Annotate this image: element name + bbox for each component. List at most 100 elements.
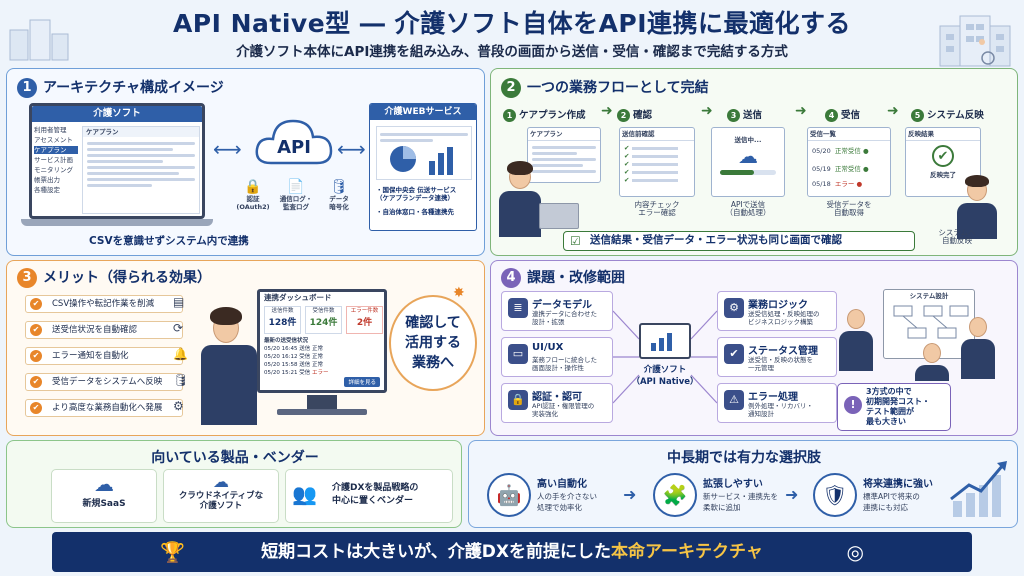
person-icon	[923, 343, 941, 363]
pre-send-check-screen: 送信前確認 ✔ ✔ ✔ ✔ ✔	[619, 127, 695, 197]
architecture-caption: CSVを意識せずシステム内で連携	[89, 235, 249, 247]
gear-icon: ⚙	[724, 298, 744, 318]
menu-item[interactable]: 帳票出力	[34, 176, 60, 184]
dashboard-rows: 05/20 16:45 送信 正常 05/20 16:12 受信 正常 05/2…	[264, 345, 382, 377]
check-circle-icon: ✔	[932, 145, 954, 167]
center-monitor-icon	[639, 323, 691, 359]
section-target-vendors: 向いている製品・ベンダー ☁ 新規SaaS ☁ クラウドネイティブな 介護ソフト…	[6, 440, 462, 528]
monitor-icon: ▭	[508, 344, 528, 364]
monitor-stand	[307, 395, 337, 409]
bidirectional-arrow-icon: ⟷	[337, 137, 366, 161]
dashboard-monitor: 連携ダッシュボード 送信件数 128件 受信件数 124件 エラー件数 2件 最…	[257, 289, 387, 393]
person-icon	[969, 317, 987, 337]
arrow-right-icon: ➜	[887, 103, 899, 119]
connector-lines	[613, 310, 717, 404]
body-shape	[961, 339, 995, 379]
issue-error-handling: ⚠エラー処理例外処理・リカバリ・ 通知設計	[717, 383, 837, 423]
api-label: API	[277, 137, 311, 158]
hair-shape	[507, 161, 533, 175]
dashboard-row: 05/20 15:58 送信 正常	[264, 362, 323, 368]
careplan-panel: ケアプラン	[82, 126, 200, 214]
person-icon	[847, 309, 865, 329]
api-item-logs: 📄 通信ログ・ 監査ログ	[273, 179, 319, 211]
body-shape	[499, 191, 541, 237]
center-label: 介護ソフト （API Native）	[631, 365, 699, 387]
trophy-icon: 🏆	[160, 540, 185, 564]
menu-item[interactable]: 利用者管理	[34, 126, 67, 134]
check-icon: ✔	[30, 298, 42, 310]
conclusion-banner: 🏆 短期コストは大きいが、介護DXを前提にした本命アーキテクチャ ◎	[52, 532, 972, 572]
stat-card: 受信件数 124件	[305, 306, 342, 334]
benefit-item: ✔より高度な業務自動化へ発展	[25, 399, 183, 417]
menu-item[interactable]: サービス計画	[34, 156, 73, 164]
bidirectional-arrow-icon: ⟷	[213, 137, 242, 161]
section-5-title: 向いている製品・ベンダー	[151, 450, 319, 466]
hair-shape	[965, 175, 989, 187]
web-service-box: 介護WEBサービス ・国保中央会 伝送サービス （ケアプランデータ連携） ・自治…	[369, 103, 477, 231]
dashboard-row: 05/20 15:21 受信 エラー	[264, 370, 329, 376]
bell-icon: 🔔	[173, 347, 188, 361]
dashboard-row: 05/20 16:12 受信 正常	[264, 354, 323, 360]
check-icon: ✔	[30, 350, 42, 362]
warning-icon: ⚠	[724, 390, 744, 410]
screen3-caption: APIで送信 （自動処理）	[725, 200, 771, 217]
laptop-icon	[539, 203, 579, 229]
benefit-item: ✔エラー通知を自動化	[25, 347, 183, 365]
keyboard-icon	[277, 409, 367, 415]
arrow-right-icon: ➜	[795, 103, 807, 119]
vendor-item-saas: ☁ 新規SaaS	[51, 469, 157, 523]
menu-item[interactable]: 各種設定	[34, 186, 60, 194]
benefit-item: ✔送受信状況を自動確認	[25, 321, 183, 339]
check-icon: ✔	[30, 324, 42, 336]
database-icon: ≣	[508, 298, 528, 318]
database-icon: 🛢	[173, 373, 189, 387]
benefit-item: ✔CSV操作や転記作業を削減	[25, 295, 183, 313]
vendor-item-cloud-native: ☁ クラウドネイティブな 介護ソフト	[163, 469, 279, 523]
receive-row: 05/19 正常受信 ●	[812, 165, 869, 173]
stat-card: 送信件数 128件	[264, 306, 301, 334]
laptop-base	[21, 219, 213, 226]
receive-row: 05/20 正常受信 ●	[812, 147, 869, 155]
exclamation-icon: !	[844, 396, 862, 414]
arrow-right-icon: ➜	[785, 485, 799, 504]
arrow-right-icon: ➜	[623, 485, 637, 504]
cloud-icon: ☁	[94, 472, 114, 496]
section-long-term: 中長期では有力な選択肢 🤖 高い自動化 人の手を介さない 処理で効率化 ➜ 🧩 …	[468, 440, 1018, 528]
lock-icon: 🔒	[244, 179, 262, 195]
careplan-screen: ケアプラン	[527, 127, 601, 183]
web-dashboard-thumb	[376, 126, 472, 180]
body-shape	[839, 331, 873, 371]
menu-item[interactable]: アセスメント	[34, 136, 73, 144]
check-icon: ✔	[30, 376, 42, 388]
checklist-icon: ✔	[724, 344, 744, 364]
speech-bubble: 確認して 活用する 業務へ	[389, 295, 477, 391]
check-icon: ✔	[30, 402, 42, 414]
shield-icon: 🛡	[813, 473, 857, 517]
facility-illustration-icon	[939, 15, 1011, 67]
city-illustration-icon	[9, 19, 69, 61]
menu-item-active[interactable]: ケアプラン	[34, 146, 78, 154]
vendor-item-dx-vendor: 👥 介護DXを製品戦略の 中心に置くベンダー	[285, 469, 453, 523]
confirm-banner: ☑ 送信結果・受信データ・エラー状況も同じ画面で確認	[563, 231, 915, 251]
detail-button[interactable]: 詳細を見る	[344, 377, 380, 387]
body-shape	[201, 345, 257, 425]
sync-icon: ⟳	[173, 321, 184, 335]
page-subtitle: 介護ソフト本体にAPI連携を組み込み、普段の画面から送信・受信・確認まで完結する…	[236, 44, 788, 60]
puzzle-icon: 🧩	[653, 473, 697, 517]
menu-item[interactable]: モニタリング	[34, 166, 73, 174]
benefit-item: ✔受信データをシステムへ反映	[25, 373, 183, 391]
robot-icon: 🤖	[487, 473, 531, 517]
cloud-network-icon: ☁	[213, 472, 229, 491]
team-icon: 👥	[292, 482, 317, 506]
arrow-right-icon: ➜	[601, 103, 613, 119]
stat-card-error: エラー件数 2件	[346, 306, 383, 334]
laptop-menu: 利用者管理 アセスメント ケアプラン サービス計画 モニタリング 帳票出力 各種…	[34, 124, 78, 196]
lock-icon: 🔒	[508, 390, 528, 410]
